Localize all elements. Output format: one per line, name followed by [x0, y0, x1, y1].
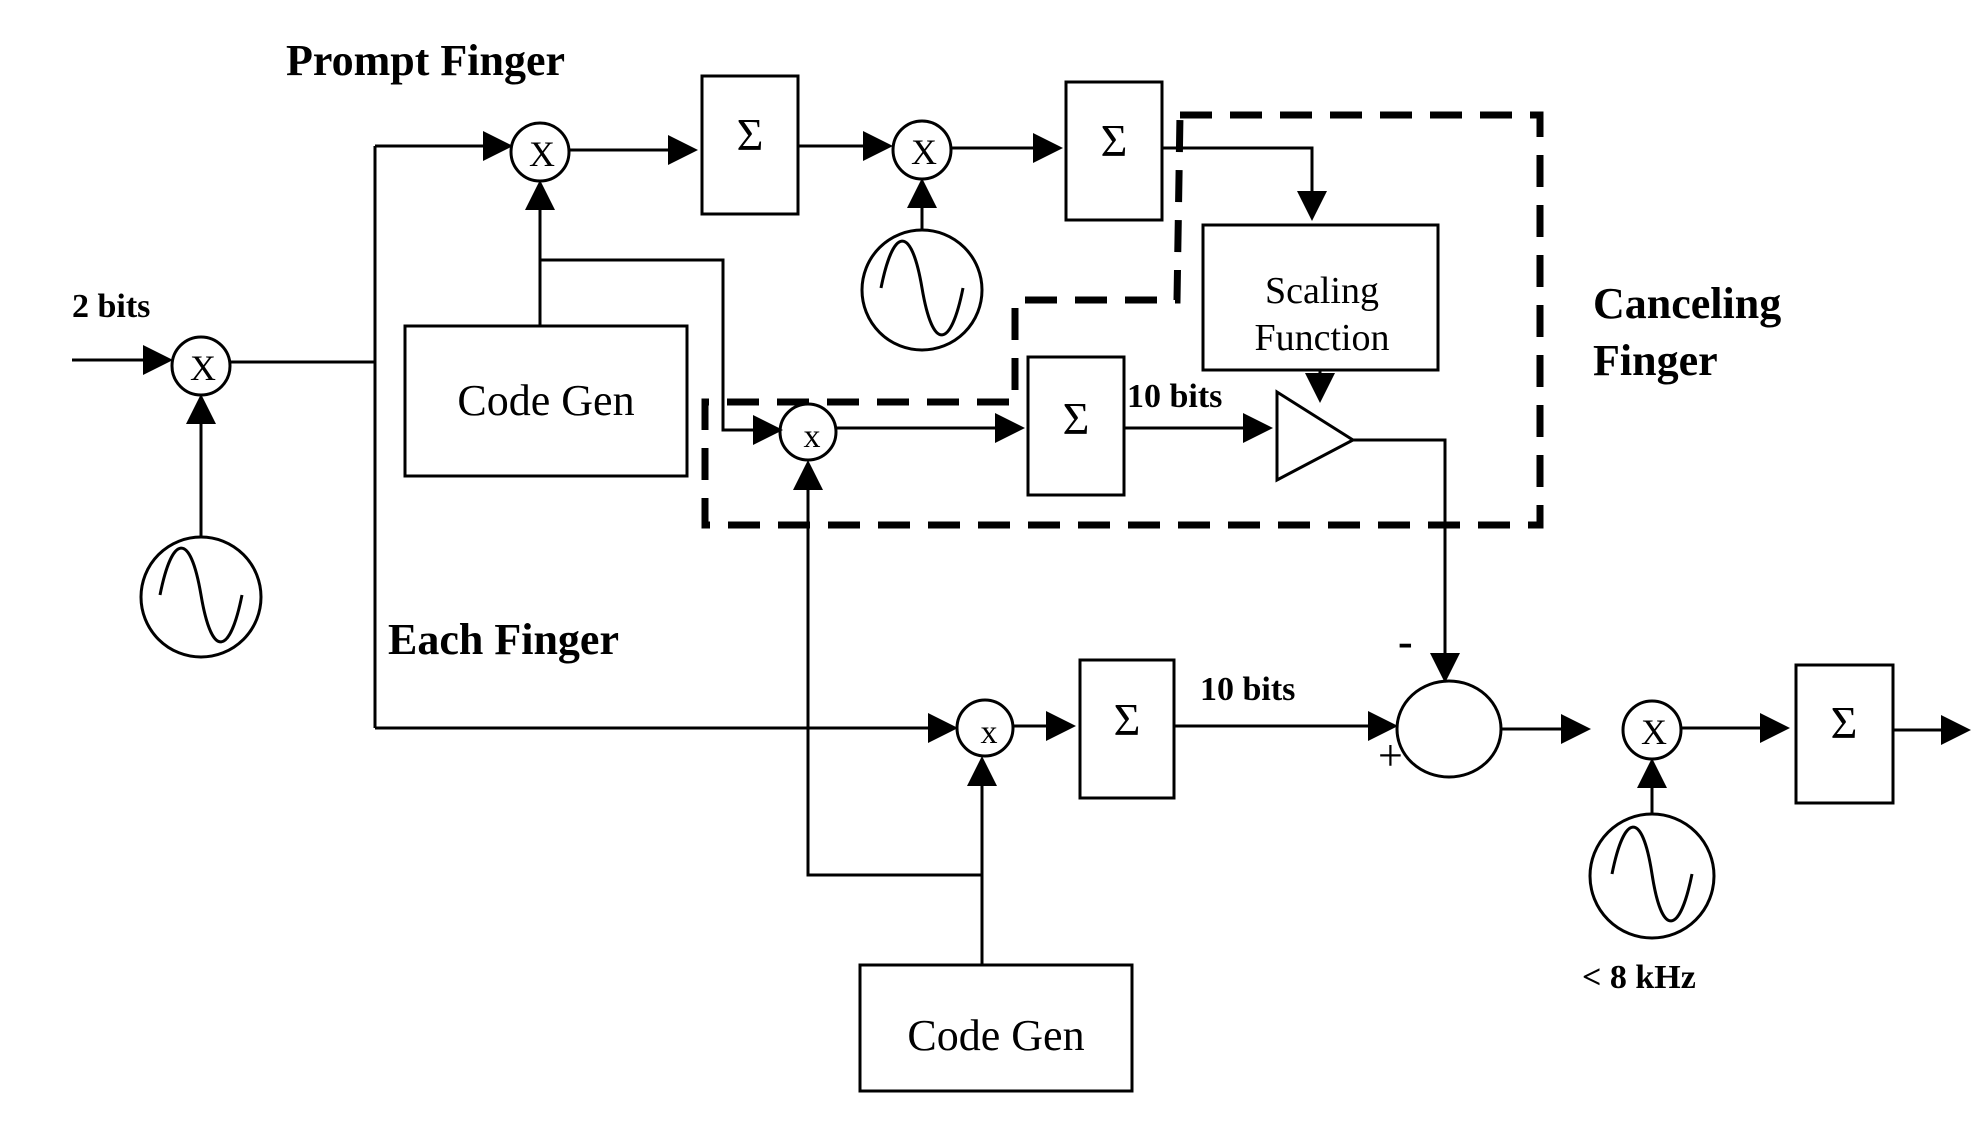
input-oscillator-wave [160, 548, 242, 642]
canceling-finger-label-line1: Canceling [1593, 279, 1781, 328]
prompt-sum-2-symbol: Σ [1101, 115, 1128, 166]
cancel-bits-label: 10 bits [1127, 378, 1222, 415]
frequency-label: < 8 kHz [1582, 959, 1696, 996]
prompt-sum2-to-scaling [1162, 148, 1312, 218]
code-gen-upper-label: Code Gen [457, 376, 634, 425]
each-sum-symbol: Σ [1114, 694, 1141, 745]
each-mixer-symbol: x [981, 714, 998, 751]
canceling-finger-label-line2: Finger [1593, 336, 1718, 385]
output-mixer-symbol: X [1641, 712, 1667, 752]
summing-junction [1397, 681, 1501, 777]
scaling-amplifier [1277, 392, 1353, 480]
each-bits-label: 10 bits [1200, 671, 1295, 708]
input-mixer-symbol: X [190, 348, 216, 388]
each-finger-label: Each Finger [388, 615, 619, 664]
prompt-finger-label: Prompt Finger [286, 36, 565, 85]
prompt-sum-1-symbol: Σ [737, 109, 764, 160]
cancel-mixer-symbol: x [804, 418, 821, 455]
prompt-oscillator-wave [881, 241, 963, 335]
input-bits-label: 2 bits [72, 288, 150, 325]
minus-sign: - [1398, 617, 1413, 666]
output-oscillator-wave [1612, 827, 1692, 921]
output-sum-symbol: Σ [1831, 697, 1858, 748]
scaling-label-line2: Function [1254, 317, 1389, 359]
prompt-carrier-mixer-symbol: X [911, 132, 937, 172]
scaling-label-line1: Scaling [1265, 270, 1379, 312]
code-gen-lower-label: Code Gen [907, 1011, 1084, 1060]
prompt-mixer-symbol: X [529, 134, 555, 174]
plus-sign: + [1378, 731, 1403, 780]
cancel-sum-symbol: Σ [1063, 393, 1090, 444]
